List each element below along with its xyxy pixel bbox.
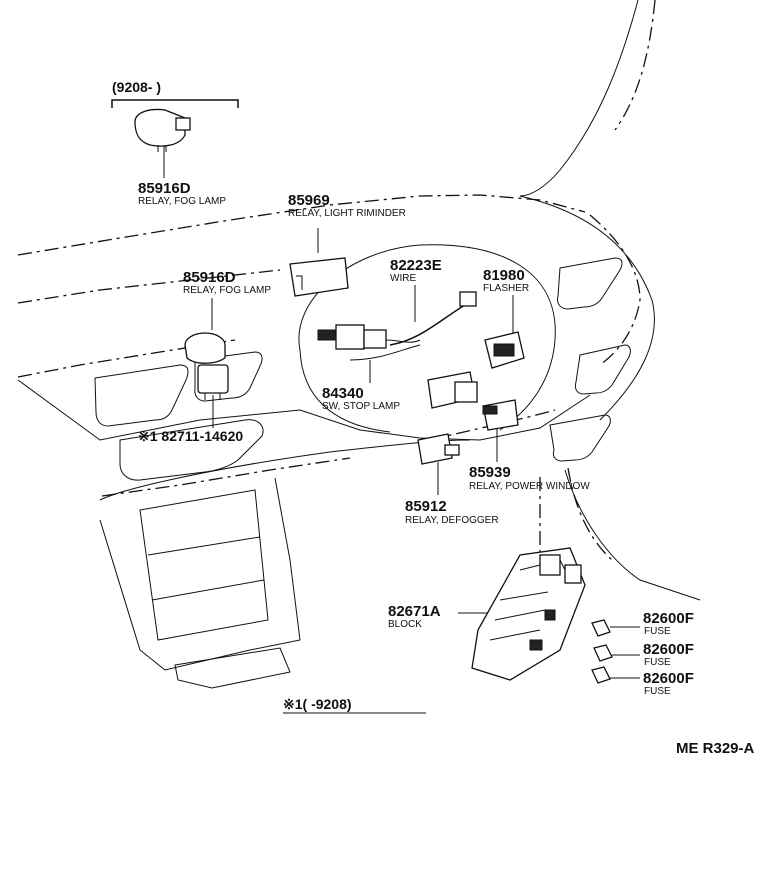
part-number-85939: 85939 [469, 464, 511, 481]
relay-fog-lamp-part [184, 332, 229, 400]
part-name-wire: WIRE [390, 273, 416, 284]
relay-power-window-part [482, 399, 519, 431]
leader-lines [111, 99, 640, 679]
part-number-84340: 84340 [322, 385, 364, 402]
flasher-part [484, 331, 525, 369]
relay-defogger-part [417, 433, 460, 465]
junction-block-part [471, 547, 586, 681]
fuse-parts [591, 619, 613, 684]
part-name-fuse-2: FUSE [644, 657, 671, 668]
part-number-82711-14620: ※1 82711-14620 [138, 428, 243, 444]
part-name-sw-stop-lamp: SW, STOP LAMP [322, 401, 400, 412]
part-number-82223e: 82223E [390, 257, 442, 274]
part-number-85969: 85969 [288, 192, 330, 209]
part-number-82600f-2: 82600F [643, 641, 694, 658]
part-name-flasher: FLASHER [483, 283, 529, 294]
part-name-block: BLOCK [388, 619, 422, 630]
part-name-fuse-3: FUSE [644, 686, 671, 697]
part-number-82600f-3: 82600F [643, 670, 694, 687]
part-number-81980: 81980 [483, 267, 525, 284]
part-number-85916d: 85916D [183, 269, 236, 286]
part-number-85916d-top: 85916D [138, 180, 191, 197]
part-name-relay-defogger: RELAY, DEFOGGER [405, 515, 499, 526]
relay-block-part [427, 371, 478, 409]
part-number-82600f-1: 82600F [643, 610, 694, 627]
bracket-label: (9208- ) [112, 79, 161, 95]
reference-code: ME R329-A [676, 740, 755, 757]
wire-part [389, 291, 477, 346]
part-name-relay-fog-lamp: RELAY, FOG LAMP [183, 285, 271, 296]
part-number-85912: 85912 [405, 498, 447, 515]
part-name-relay-power-window: RELAY, POWER WINDOW [469, 481, 590, 492]
footnote: ※1( -9208) [283, 696, 352, 712]
relay-light-reminder-part [289, 257, 349, 297]
part-name-fuse-1: FUSE [644, 626, 671, 637]
part-name-relay-fog-lamp-top: RELAY, FOG LAMP [138, 196, 226, 207]
stop-lamp-switch-part [317, 324, 421, 361]
part-number-82671a: 82671A [388, 603, 441, 620]
relay-fog-lamp-top-part [134, 108, 191, 152]
part-name-relay-light-reminder: RELAY, LIGHT RIMINDER [288, 208, 406, 219]
